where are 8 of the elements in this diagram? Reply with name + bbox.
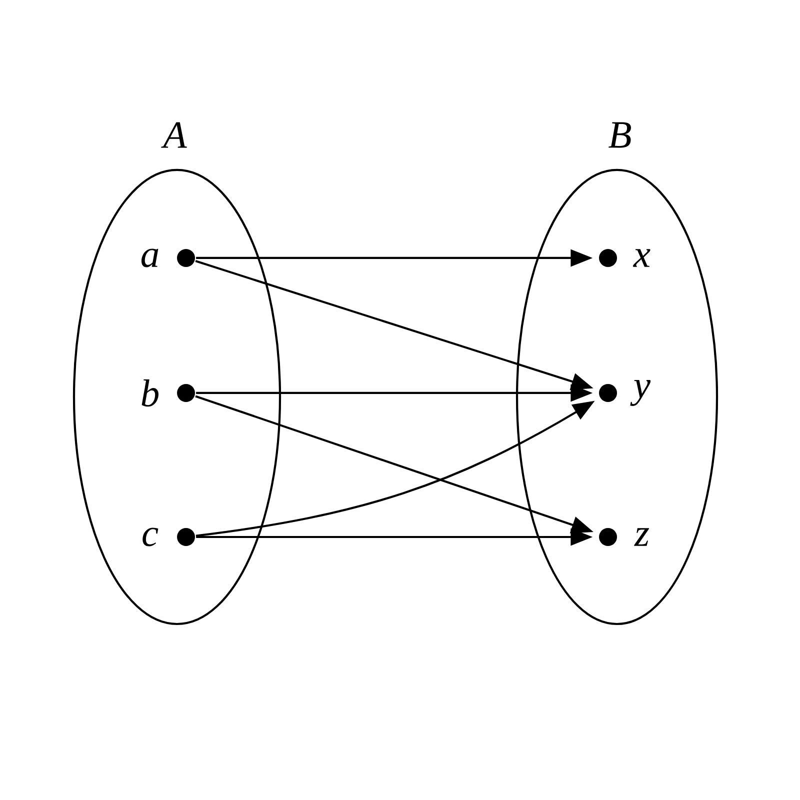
set-label: B [608,122,631,148]
set-label: A [161,122,187,148]
element-label: b [142,379,158,407]
element-label: a [142,248,158,268]
element-label: y [630,380,651,406]
element-label: z [634,528,650,546]
element-label: x [632,249,650,267]
element-label: c [142,528,158,546]
